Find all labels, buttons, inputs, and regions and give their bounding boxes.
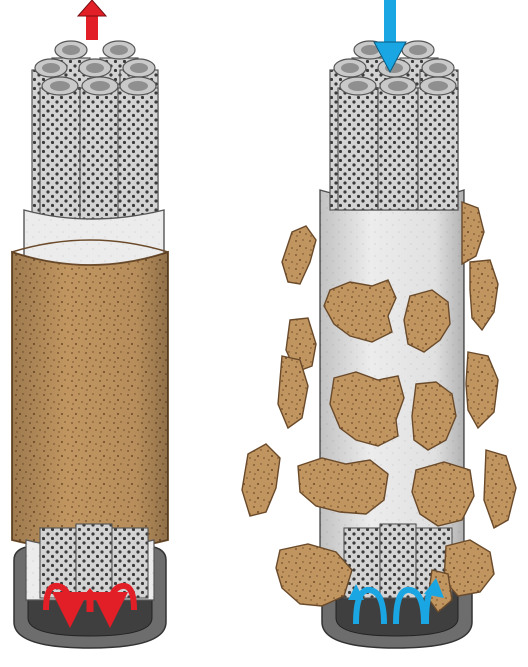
cake-fragment [444,540,494,596]
cake-fragment [282,226,316,284]
left-tube-bundle [32,41,158,220]
right-filter-assembly [242,0,516,648]
cake-fragment [470,260,498,330]
right-tube-bundle [330,41,458,210]
cake-fragment [242,444,280,516]
cake-fragment [298,458,388,514]
cake-fragment [484,450,516,528]
left-filter-assembly [12,0,168,648]
left-filter-cake [12,240,168,550]
cake-fragment [462,202,484,264]
cake-fragment [466,352,498,428]
